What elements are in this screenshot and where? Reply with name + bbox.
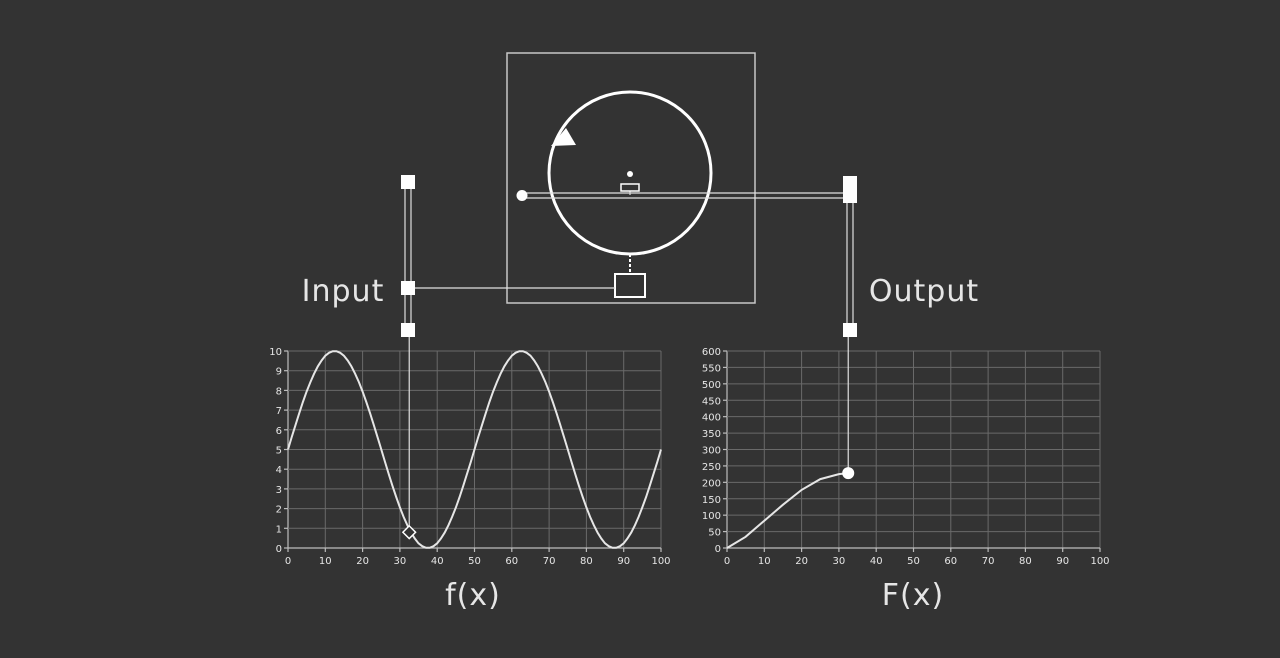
y-tick-label: 7 <box>276 406 282 417</box>
fx-point-marker <box>401 524 417 540</box>
x-tick-label: 20 <box>795 556 808 567</box>
Fx-chart: 0 10 20 30 40 50 60 70 80 90 100 0 50 100 150 200 250 300… <box>702 337 1110 567</box>
y-tick-label: 550 <box>702 363 721 374</box>
y-tick-label: 600 <box>702 347 721 358</box>
y-tick-label: 10 <box>269 347 282 358</box>
output-rod-node <box>843 189 857 203</box>
x-tick-label: 0 <box>724 556 730 567</box>
x-tick-label: 100 <box>1090 556 1109 567</box>
y-tick-label: 0 <box>715 544 721 555</box>
y-tick-label: 200 <box>702 478 721 489</box>
x-tick-label: 80 <box>1019 556 1032 567</box>
output-bottom-node <box>843 323 857 337</box>
input-column <box>401 175 615 337</box>
fx-series-line <box>287 350 662 549</box>
input-bottom-node <box>401 323 415 337</box>
fx-chart: 0 10 20 30 40 50 60 70 80 90 100 0 1 2 3 4 5 6 7 8 9 10 <box>269 337 671 567</box>
x-tick-label: 90 <box>617 556 630 567</box>
Fx-point-marker <box>842 467 855 480</box>
input-label: Input <box>302 274 385 309</box>
y-tick-label: 0 <box>276 544 282 555</box>
y-tick-label: 500 <box>702 380 721 391</box>
x-tick-label: 30 <box>833 556 846 567</box>
x-tick-label: 70 <box>982 556 995 567</box>
y-tick-label: 6 <box>276 426 282 437</box>
x-tick-label: 80 <box>580 556 593 567</box>
output-column <box>843 176 857 337</box>
y-tick-label: 2 <box>276 505 282 516</box>
Fx-series-line <box>726 472 849 549</box>
input-top-node <box>401 175 415 189</box>
x-tick-label: 0 <box>285 556 291 567</box>
x-tick-label: 30 <box>394 556 407 567</box>
x-tick-label: 60 <box>944 556 957 567</box>
x-tick-label: 60 <box>505 556 518 567</box>
x-tick-label: 20 <box>356 556 369 567</box>
y-tick-label: 400 <box>702 413 721 424</box>
circle-center-dot <box>627 171 633 177</box>
y-tick-label: 1 <box>276 524 282 535</box>
y-tick-label: 4 <box>276 465 282 476</box>
machine-frame <box>506 52 756 304</box>
y-tick-label: 100 <box>702 511 721 522</box>
x-tick-label: 10 <box>319 556 332 567</box>
input-mid-node <box>401 281 415 295</box>
Fx-axis-label: F(x) <box>882 578 944 613</box>
y-tick-label: 450 <box>702 396 721 407</box>
fx-axis-label: f(x) <box>445 578 501 613</box>
x-tick-label: 50 <box>907 556 920 567</box>
y-tick-label: 300 <box>702 446 721 457</box>
output-top-node <box>843 176 857 190</box>
y-tick-label: 9 <box>276 367 282 378</box>
y-tick-label: 250 <box>702 462 721 473</box>
y-tick-label: 8 <box>276 386 282 397</box>
x-tick-label: 40 <box>870 556 883 567</box>
x-tick-label: 10 <box>758 556 771 567</box>
y-tick-label: 5 <box>276 446 282 457</box>
x-tick-label: 50 <box>468 556 481 567</box>
y-tick-label: 150 <box>702 495 721 506</box>
rotation-arrow-icon <box>551 128 576 146</box>
output-label: Output <box>869 274 979 309</box>
y-tick-label: 50 <box>708 528 721 539</box>
x-tick-label: 90 <box>1056 556 1069 567</box>
drive-box <box>614 273 646 298</box>
x-tick-label: 70 <box>543 556 556 567</box>
x-tick-label: 40 <box>431 556 444 567</box>
y-tick-label: 3 <box>276 485 282 496</box>
rotation-machine <box>506 52 756 304</box>
rod-end-node <box>516 190 528 201</box>
pivot-block <box>620 183 640 192</box>
x-tick-label: 100 <box>651 556 670 567</box>
output-rod <box>516 190 850 201</box>
y-tick-label: 350 <box>702 429 721 440</box>
